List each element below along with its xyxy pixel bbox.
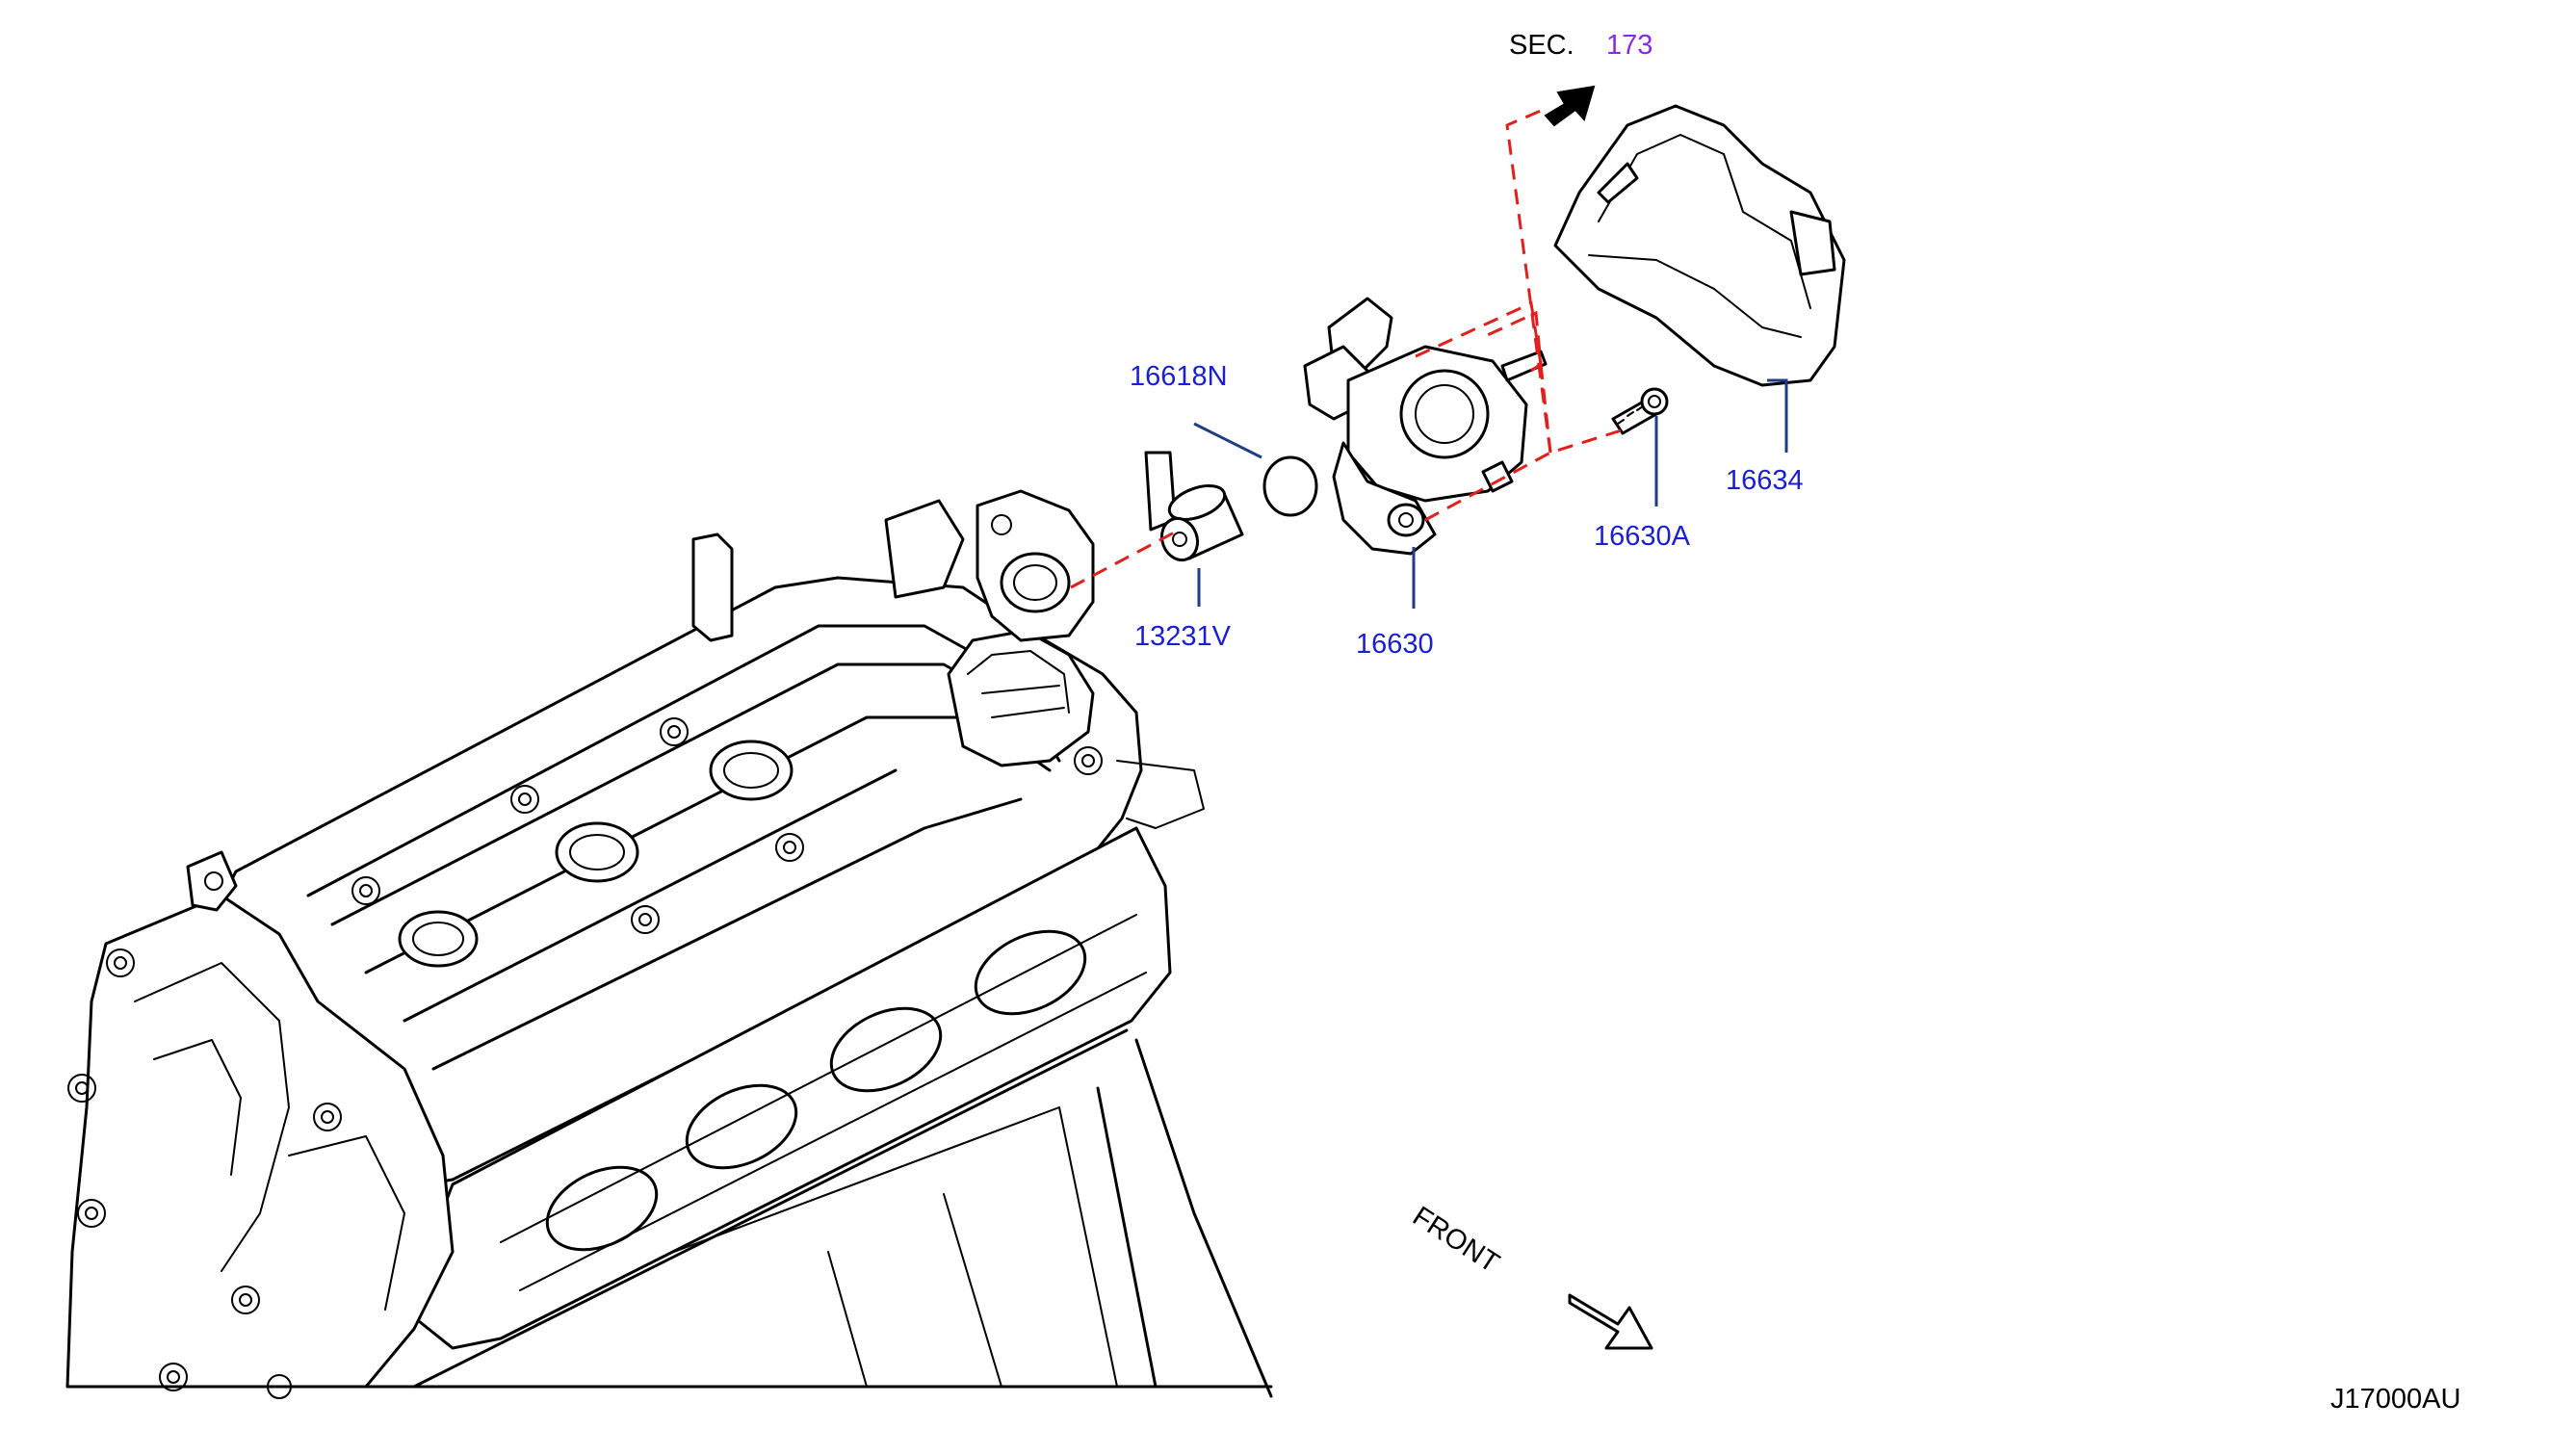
- part-13231v-illustration: [1159, 484, 1244, 562]
- part-16618n-oring-illustration: [1262, 455, 1318, 517]
- part-label-13231v[interactable]: 13231V: [1134, 621, 1232, 652]
- part-16630-fuel-pump-illustration: [1303, 297, 1548, 556]
- section-ref-prefix: SEC.: [1509, 30, 1574, 61]
- front-label: FRONT: [1407, 1201, 1504, 1279]
- section-arrow-icon: [1544, 85, 1596, 127]
- part-label-16618n[interactable]: 16618N: [1130, 361, 1228, 392]
- part-label-16630a[interactable]: 16630A: [1594, 521, 1691, 552]
- part-16634-insulator-illustration: [1553, 104, 1846, 387]
- callout-dashed-lines: [1070, 109, 1628, 589]
- engine-cylinder-head-illustration: [65, 451, 1273, 1399]
- part-16630a-bolt-illustration: [1611, 387, 1669, 435]
- front-arrow-icon: [1568, 1293, 1653, 1350]
- diagram-id: J17000AU: [2330, 1384, 2460, 1415]
- part-label-16630[interactable]: 16630: [1356, 629, 1434, 660]
- part-label-16634[interactable]: 16634: [1726, 465, 1804, 496]
- section-ref-number[interactable]: 173: [1606, 30, 1652, 61]
- front-indicator: FRONT: [1407, 1201, 1653, 1350]
- leader-lines: [1193, 378, 1788, 609]
